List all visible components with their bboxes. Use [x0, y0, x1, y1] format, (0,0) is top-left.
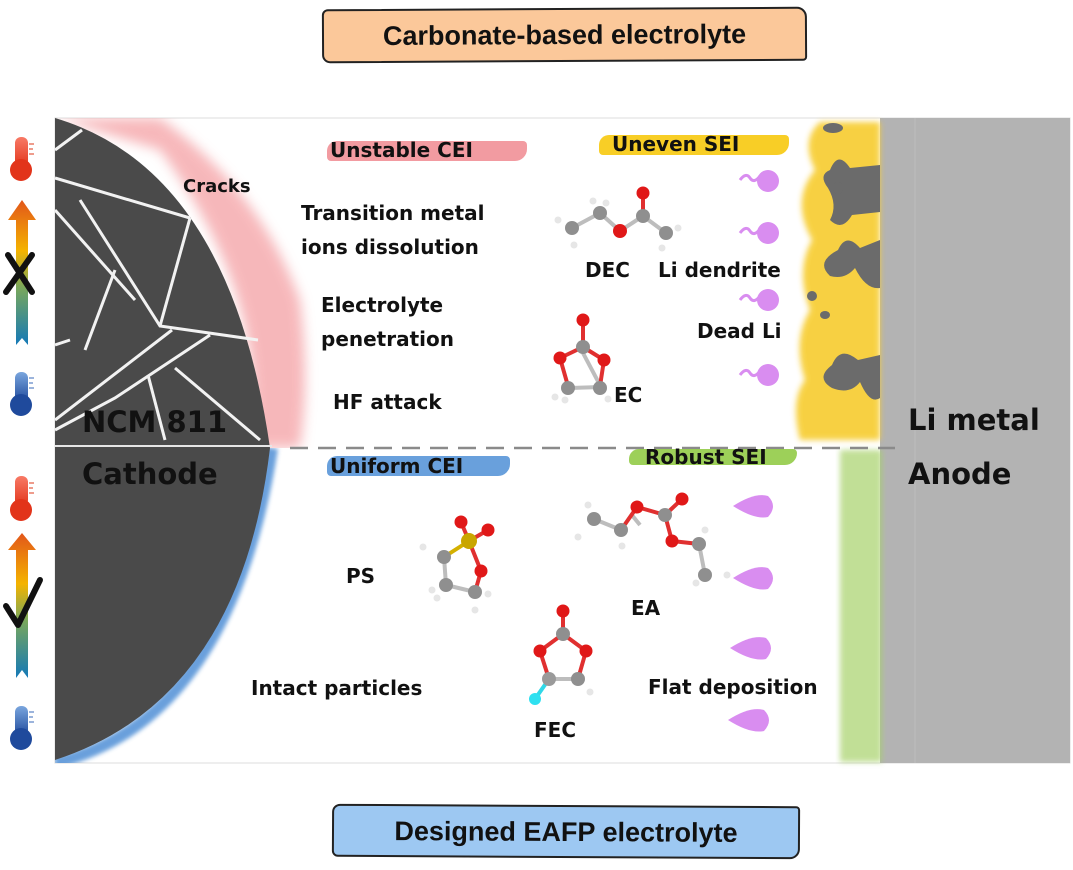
- cross-mark-icon: [3, 252, 35, 295]
- fec-label: FEC: [534, 718, 577, 742]
- thermometer-cold-icon-top: [10, 372, 34, 416]
- unstable-cei-layer: [55, 118, 305, 448]
- li-ions-bottom: [728, 495, 773, 732]
- issue-hf-attack: HF attack: [333, 390, 442, 414]
- unstable-cei-highlight: [327, 141, 527, 161]
- thermometer-cold-icon-bottom: [10, 706, 34, 750]
- anode-label-line1: Li metal: [908, 403, 1040, 437]
- li-ion-icon: [738, 170, 779, 192]
- li-ion-icon: [728, 709, 769, 732]
- robust-sei-highlight: [629, 449, 797, 465]
- cracks-label: Cracks: [183, 176, 251, 197]
- ec-molecule-icon: [551, 313, 612, 404]
- ps-molecule-icon: [419, 515, 495, 614]
- dec-label: DEC: [585, 258, 630, 282]
- ea-label: EA: [631, 596, 661, 620]
- fec-molecule-icon: [529, 604, 594, 705]
- dec-molecule-icon: [554, 186, 682, 252]
- robust-sei-layer: [840, 450, 882, 762]
- intact-particles-label: Intact particles: [251, 676, 423, 700]
- li-ion-icon: [733, 567, 773, 590]
- unstable-cei-title: Unstable CEI: [330, 138, 473, 162]
- check-mark-icon: [3, 577, 43, 628]
- li-ion-icon: [730, 637, 771, 660]
- thermometer-hot-icon-top: [10, 137, 34, 181]
- li-ion-icon: [738, 289, 779, 311]
- ec-label: EC: [614, 383, 643, 407]
- cathode-particle-intact: [55, 448, 270, 760]
- li-metal-anode: [880, 118, 1070, 763]
- uniform-cei-title: Uniform CEI: [330, 454, 464, 478]
- uniform-cei-highlight: [327, 456, 510, 476]
- dead-li-label: Dead Li: [697, 319, 782, 343]
- li-dendrite-label: Li dendrite: [658, 258, 781, 282]
- flat-deposition-label: Flat deposition: [648, 675, 818, 699]
- li-ion-icon: [738, 364, 779, 386]
- ps-label: PS: [346, 564, 376, 588]
- uneven-sei-title: Uneven SEI: [612, 132, 740, 156]
- cathode-label-line1: NCM 811: [82, 405, 228, 439]
- uneven-sei-highlight: [599, 135, 789, 155]
- crack-lines: [55, 128, 261, 442]
- cathode-particle-cracked: [55, 118, 270, 448]
- issue-electrolyte-penetration-line1: Electrolyte: [321, 293, 444, 317]
- li-ions-top: [738, 170, 779, 386]
- issue-electrolyte-penetration-line2: penetration: [321, 327, 454, 351]
- uneven-sei-layer: [796, 122, 880, 440]
- issue-tm-dissolution-line1: Transition metal: [301, 201, 485, 225]
- uniform-cei-layer: [55, 448, 278, 763]
- cathode-label-line2: Cathode: [82, 457, 218, 491]
- temperature-range-arrow-icon-bottom: [8, 533, 36, 678]
- li-ion-icon: [733, 495, 773, 518]
- robust-sei-title: Robust SEI: [645, 445, 767, 469]
- thermometer-hot-icon-bottom: [10, 476, 34, 521]
- li-dendrites: [807, 123, 880, 400]
- ea-molecule-icon: [574, 492, 731, 587]
- anode-label-line2: Anode: [908, 457, 1012, 491]
- issue-tm-dissolution-line2: ions dissolution: [301, 235, 479, 259]
- li-ion-icon: [738, 222, 779, 244]
